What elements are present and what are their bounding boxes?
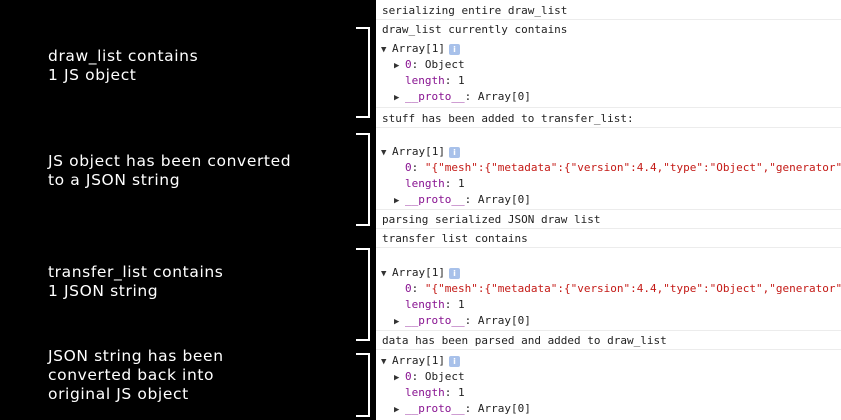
proto-value: Array[0] [477,90,531,103]
collapsed-triangle-icon[interactable]: ▶ [394,373,400,383]
length-value: 1 [458,177,465,190]
length-key: length [405,177,445,190]
expand-triangle-icon[interactable]: ▼ [381,45,387,55]
length-key: length [405,298,445,311]
item-key: 0 [405,370,412,383]
array-item-row[interactable]: 0: "{"mesh":{"metadata":{"version":4.4,"… [405,161,841,174]
item-value: "{"mesh":{"metadata":{"version":4.4,"typ… [424,161,841,174]
annotation-line: 1 JS object [48,66,137,84]
array-item-row[interactable]: ▶0: Object [394,57,465,73]
proto-key: __proto__ [405,90,465,103]
devtools-console[interactable]: serializing entire draw_list draw_list c… [376,0,841,420]
collapsed-triangle-icon[interactable]: ▶ [394,317,400,327]
proto-value: Array[0] [477,314,531,327]
item-value: Object [424,58,465,71]
array-item-row[interactable]: ▶0: Object [394,369,465,385]
annotation-line: 1 JSON string [48,282,159,300]
divider [376,107,841,108]
console-message-text: serializing entire draw_list [382,4,568,17]
collapsed-triangle-icon[interactable]: ▶ [394,405,400,415]
array-label: Array[1] [392,354,445,367]
array-header[interactable]: ▼ Array[1]i [381,41,460,57]
annotation-line: original JS object [48,385,189,403]
console-message: data has been parsed and added to draw_l… [376,332,841,350]
console-message-text: stuff has been added to transfer_list: [382,112,634,125]
item-key: 0 [405,161,412,174]
length-key: length [405,74,445,87]
annotation-line: JSON string has been [48,347,224,365]
divider [376,330,841,331]
info-icon[interactable]: i [448,147,460,158]
array-header[interactable]: ▼ Array[1]i [381,265,460,281]
length-key: length [405,386,445,399]
annotation-line: to a JSON string [48,171,181,189]
console-message-text: data has been parsed and added to draw_l… [382,334,667,347]
bracket-group-4 [356,353,370,417]
console-message-text: draw_list currently contains [382,23,568,36]
console-message-text: transfer list contains [382,232,528,245]
array-label: Array[1] [392,266,445,279]
collapsed-triangle-icon[interactable]: ▶ [394,93,400,103]
array-item-row[interactable]: 0: "{"mesh":{"metadata":{"version":4.4,"… [405,282,841,295]
expand-triangle-icon[interactable]: ▼ [381,357,387,367]
array-label: Array[1] [392,42,445,55]
length-row: length: 1 [405,177,465,190]
proto-value: Array[0] [477,402,531,415]
annotation-transfer-list: transfer_list contains 1 JSON string [48,263,223,301]
length-row: length: 1 [405,298,465,311]
item-value: Object [424,370,465,383]
expand-triangle-icon[interactable]: ▼ [381,148,387,158]
item-value: "{"mesh":{"metadata":{"version":4.4,"typ… [424,282,841,295]
annotation-draw-list: draw_list contains 1 JS object [48,47,198,85]
console-message: transfer list contains [376,230,841,248]
annotation-converted-back: JSON string has been converted back into… [48,347,224,404]
array-header[interactable]: ▼ Array[1]i [381,353,460,369]
proto-row[interactable]: ▶__proto__: Array[0] [394,313,531,329]
annotation-line: converted back into [48,366,215,384]
bracket-group-3 [356,248,370,341]
proto-key: __proto__ [405,402,465,415]
proto-key: __proto__ [405,314,465,327]
annotation-line: transfer_list contains [48,263,224,281]
collapsed-triangle-icon[interactable]: ▶ [394,61,400,71]
length-value: 1 [458,298,465,311]
info-icon[interactable]: i [448,44,460,55]
console-message-text: parsing serialized JSON draw list [382,213,601,226]
length-value: 1 [458,74,465,87]
bracket-group-1 [356,27,370,118]
console-message: parsing serialized JSON draw list [376,211,841,229]
expand-triangle-icon[interactable]: ▼ [381,269,387,279]
bracket-group-2 [356,133,370,226]
annotation-panel: draw_list contains 1 JS object JS object… [0,0,358,420]
info-icon[interactable]: i [448,268,460,279]
proto-key: __proto__ [405,193,465,206]
proto-value: Array[0] [477,193,531,206]
array-label: Array[1] [392,145,445,158]
annotation-line: draw_list contains [48,47,199,65]
item-key: 0 [405,282,412,295]
length-value: 1 [458,386,465,399]
console-message: draw_list currently contains [376,21,841,39]
annotation-json-converted: JS object has been converted to a JSON s… [48,152,291,190]
proto-row[interactable]: ▶__proto__: Array[0] [394,89,531,105]
info-icon[interactable]: i [448,356,460,367]
item-key: 0 [405,58,412,71]
console-message: serializing entire draw_list [376,2,841,20]
collapsed-triangle-icon[interactable]: ▶ [394,196,400,206]
length-row: length: 1 [405,386,465,399]
proto-row[interactable]: ▶__proto__: Array[0] [394,401,531,417]
console-message: stuff has been added to transfer_list: [376,109,841,128]
length-row: length: 1 [405,74,465,87]
array-header[interactable]: ▼ Array[1]i [381,144,460,160]
annotation-line: JS object has been converted [48,152,292,170]
proto-row[interactable]: ▶__proto__: Array[0] [394,192,531,208]
divider [376,209,841,210]
